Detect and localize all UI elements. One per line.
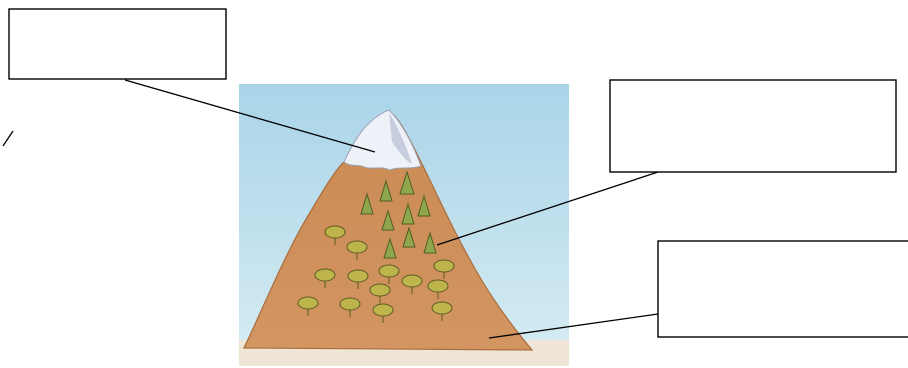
- stray-mark: [3, 131, 13, 146]
- label-box-middle[interactable]: [610, 80, 896, 172]
- label-box-bottom[interactable]: [658, 241, 908, 337]
- label-box-top[interactable]: [9, 9, 226, 79]
- mountain-illustration: [239, 84, 569, 366]
